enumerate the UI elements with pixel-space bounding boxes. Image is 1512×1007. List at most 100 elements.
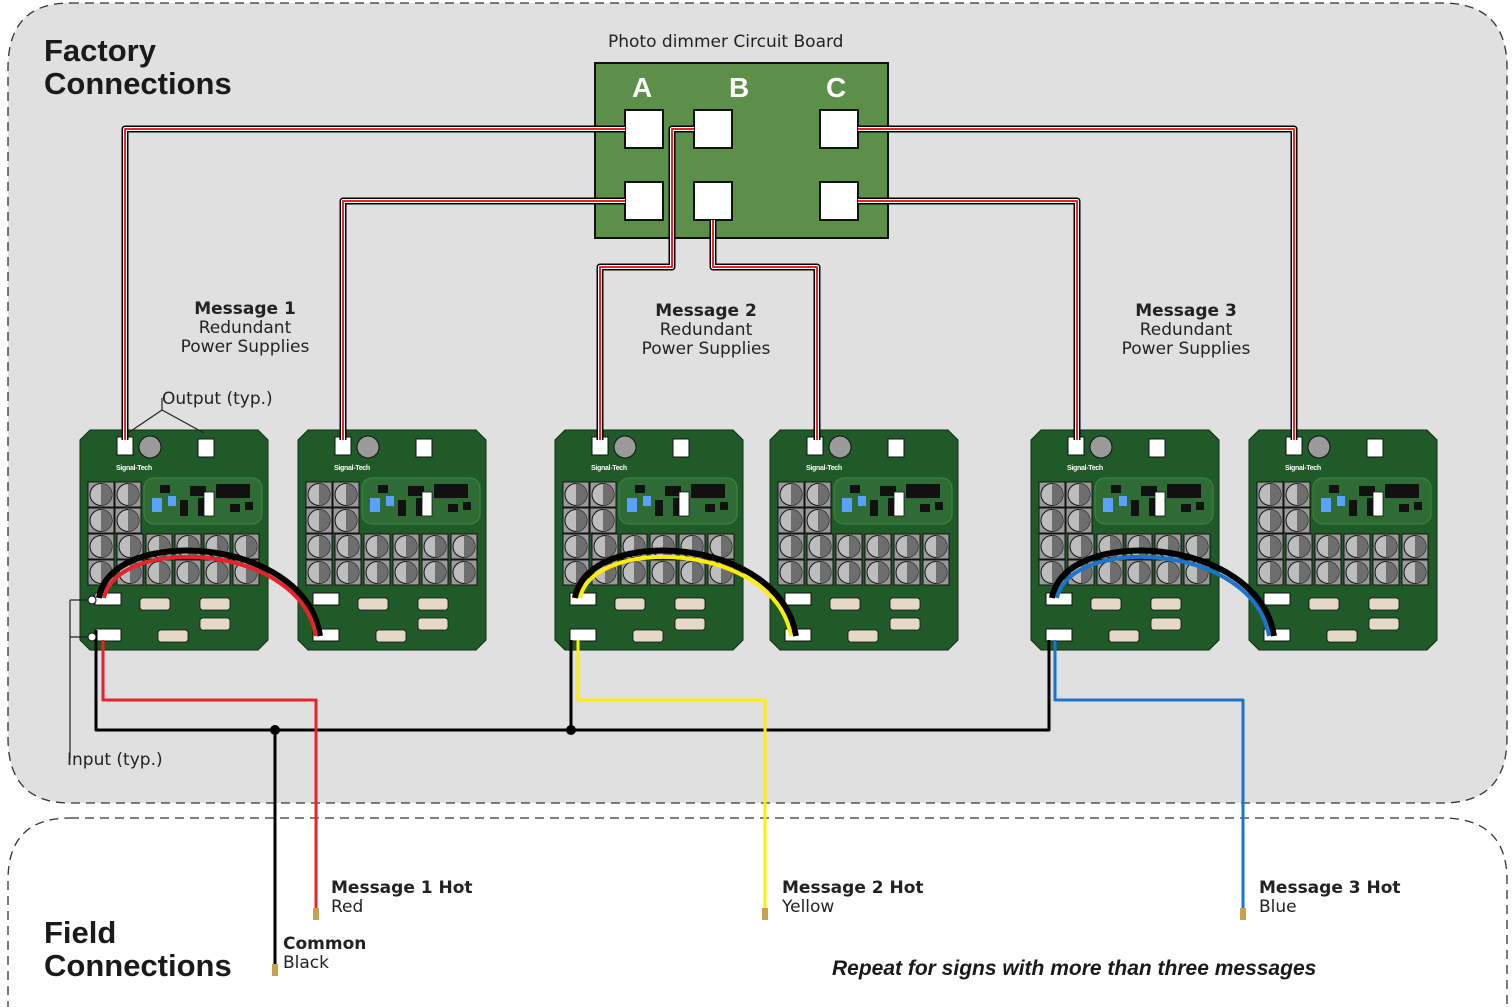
dimmer-terminal-c-top: [819, 109, 859, 149]
resistor: [1090, 597, 1122, 611]
message-3-color-name: Blue: [1259, 897, 1297, 917]
resistor: [632, 629, 664, 643]
dimmer-terminal-b-top: [693, 109, 733, 149]
control-module: [361, 477, 481, 525]
photo-dimmer-board: [594, 62, 889, 239]
common-title: Common: [283, 934, 367, 954]
input-wiring: [69, 398, 1277, 976]
dimmer-title: Photo dimmer Circuit Board: [608, 32, 844, 52]
input-connector: [312, 592, 340, 606]
resistor: [199, 597, 231, 611]
msg3-jumper-black: [1049, 547, 1277, 637]
message-2-heading: Message 2 Redundant Power Supplies: [621, 302, 791, 359]
message-1-title: Message 1: [194, 299, 296, 319]
resistor: [1326, 629, 1358, 643]
message-2-color-name: Yellow: [782, 897, 835, 917]
power-supply-board: [1030, 429, 1220, 651]
control-module: [1312, 477, 1432, 525]
output-callout-line: [127, 398, 205, 434]
field-region: [7, 817, 1508, 1007]
output-wire-pairs: [121, 125, 1298, 440]
brand-logo: Signal-Tech: [1067, 465, 1103, 472]
capacitor: [1089, 435, 1113, 459]
field-title-line1: Field: [44, 915, 117, 950]
output-connector: [415, 438, 433, 458]
power-supply-board: [1248, 429, 1438, 651]
resistor: [139, 597, 171, 611]
input-connector: [569, 628, 597, 642]
brand-logo: Signal-Tech: [591, 465, 627, 472]
message-3-title: Message 3: [1135, 301, 1237, 321]
resistor: [889, 597, 921, 611]
message-2-hot-label: Message 2 Hot Yellow: [782, 879, 924, 917]
output-label: Output (typ.): [162, 389, 273, 409]
capacitor: [613, 435, 637, 459]
power-supply-board: [769, 429, 959, 651]
field-title-line2: Connections: [44, 948, 232, 983]
msg1-hot-wire: [101, 640, 318, 912]
control-module: [833, 477, 953, 525]
message-1-sub1: Redundant: [198, 318, 292, 338]
brand-logo: Signal-Tech: [806, 465, 842, 472]
output-connector: [197, 438, 215, 458]
power-supply-board: [79, 429, 269, 651]
msg2-jumper-black: [572, 547, 799, 637]
resistor: [1308, 597, 1340, 611]
resistor: [674, 617, 706, 631]
msg2-jumper-yellow: [578, 554, 793, 637]
dimmer-channel-a-label: A: [632, 72, 653, 103]
input-connector: [1045, 628, 1073, 642]
msg2-hot-wire: [576, 640, 767, 912]
dimmer-channel-b-label: B: [729, 72, 750, 103]
wire-tip: [272, 964, 278, 976]
output-connector: [1148, 438, 1166, 458]
output-connector: [1366, 438, 1384, 458]
common-color-name: Black: [283, 953, 329, 973]
capacitor: [356, 435, 380, 459]
repeat-note: Repeat for signs with more than three me…: [832, 957, 1317, 980]
common-label: Common Black: [283, 935, 366, 973]
msg3-jumper-blue: [1055, 554, 1271, 637]
dimmer-terminal-c-bottom: [819, 181, 859, 221]
resistor: [417, 617, 449, 631]
dimmer-terminal-b-bottom: [693, 181, 733, 221]
message-2-title: Message 2: [655, 301, 757, 321]
power-supply-board: [554, 429, 744, 651]
wire-tip: [762, 908, 768, 920]
control-module: [143, 477, 263, 525]
input-label: Input (typ.): [67, 750, 163, 770]
dimmer-terminal-a-bottom: [624, 181, 664, 221]
input-connector: [784, 592, 812, 606]
message-1-hot-title: Message 1 Hot: [331, 878, 473, 898]
message-3-hot-title: Message 3 Hot: [1259, 878, 1401, 898]
capacitor: [828, 435, 852, 459]
message-3-sub1: Redundant: [1139, 320, 1233, 340]
msg1-jumper-black: [96, 547, 323, 637]
resistor: [1150, 617, 1182, 631]
resistor: [847, 629, 879, 643]
msg1-jumper-red: [102, 554, 318, 637]
brand-logo: Signal-Tech: [116, 465, 152, 472]
resistor: [1368, 597, 1400, 611]
resistor: [829, 597, 861, 611]
brand-logo: Signal-Tech: [1285, 465, 1321, 472]
resistor: [417, 597, 449, 611]
message-2-hot-title: Message 2 Hot: [782, 878, 924, 898]
junction-dot: [566, 725, 576, 735]
input-connector: [1263, 592, 1291, 606]
output-connector: [887, 438, 905, 458]
resistor: [157, 629, 189, 643]
capacitor: [138, 435, 162, 459]
message-1-color-name: Red: [331, 897, 364, 917]
brand-logo: Signal-Tech: [334, 465, 370, 472]
input-connector: [94, 628, 122, 642]
factory-title-line1: Factory: [44, 33, 156, 68]
message-1-heading: Message 1 Redundant Power Supplies: [160, 300, 330, 357]
message-3-sub2: Power Supplies: [1121, 339, 1251, 359]
resistor: [1368, 617, 1400, 631]
message-3-heading: Message 3 Redundant Power Supplies: [1101, 302, 1271, 359]
wire-tip: [313, 908, 319, 920]
resistor: [674, 597, 706, 611]
message-1-sub2: Power Supplies: [180, 337, 310, 357]
